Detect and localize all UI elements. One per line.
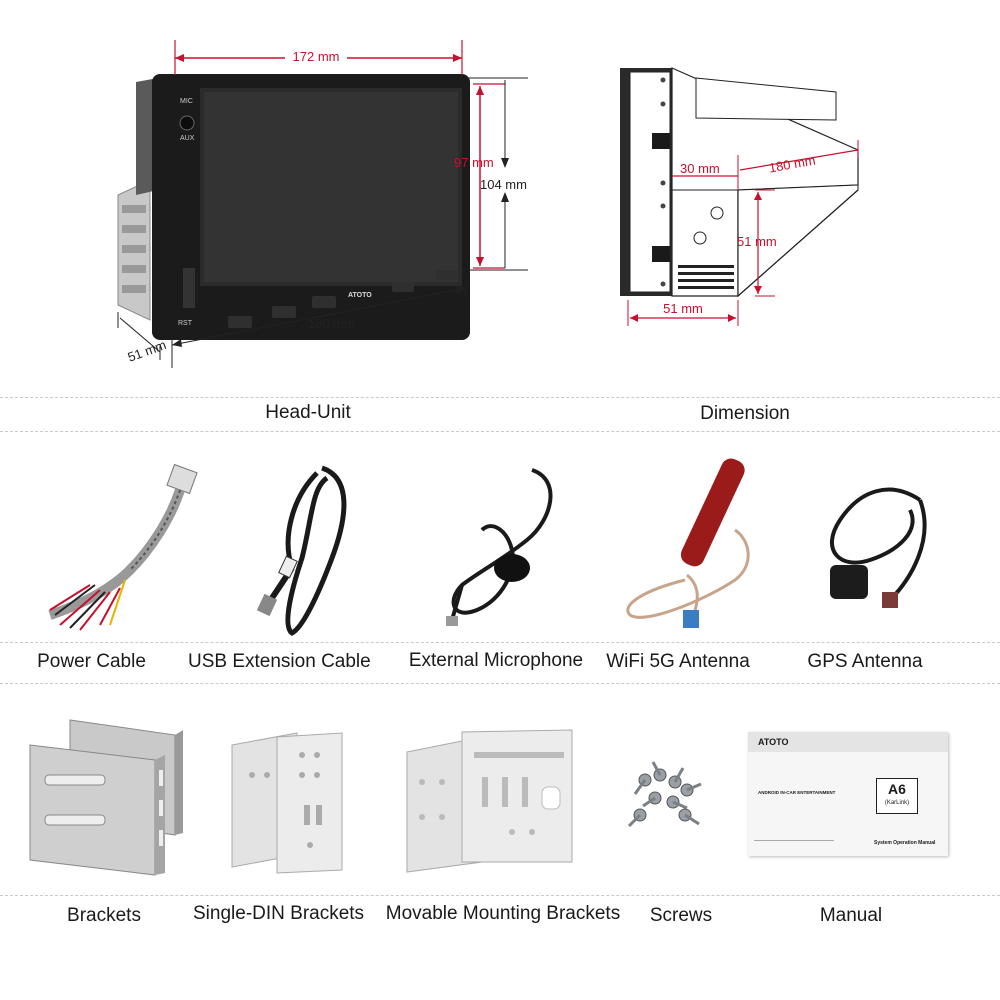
caption-movable-mounting-brackets: Movable Mounting Brackets xyxy=(385,903,621,924)
brackets-icon xyxy=(29,719,183,876)
caption-external-microphone: External Microphone xyxy=(408,650,584,671)
dim-width-bottom: 180 mm xyxy=(308,316,355,331)
manual-model: A6 xyxy=(888,781,906,797)
manual-icon: ATOTO ANDROID IN-CAR ENTERTAINMENT A6 (K… xyxy=(748,732,948,856)
caption-gps-antenna: GPS Antenna xyxy=(807,651,923,672)
manual-model-sub: (KarLink) xyxy=(884,800,910,806)
single-din-brackets-icon xyxy=(231,732,343,874)
movable-brackets-icon xyxy=(406,729,573,873)
dim-51-vertical: 51 mm xyxy=(737,234,777,249)
divider-3 xyxy=(0,642,1000,643)
divider-4 xyxy=(0,683,1000,684)
caption-brackets: Brackets xyxy=(67,905,141,926)
dimension-drawing: 30 mm 180 mm 51 mm 51 mm xyxy=(620,67,859,326)
power-cable-icon xyxy=(48,463,198,631)
usb-cable-icon xyxy=(256,465,347,636)
wifi-antenna-icon xyxy=(626,458,750,628)
caption-power-cable: Power Cable xyxy=(37,651,146,672)
manual-model-box: A6 (KarLink) xyxy=(876,778,918,814)
divider-5 xyxy=(0,895,1000,896)
divider-1 xyxy=(0,397,1000,398)
caption-dimension: Dimension xyxy=(700,403,790,424)
caption-wifi-5g-antenna: WiFi 5G Antenna xyxy=(606,651,750,672)
caption-usb-extension-cable: USB Extension Cable xyxy=(188,651,371,672)
dim-height-screen: 97 mm xyxy=(454,155,494,170)
gps-antenna-icon xyxy=(829,487,927,608)
divider-2 xyxy=(0,431,1000,432)
manual-brand: ATOTO xyxy=(758,737,789,747)
manual-subtitle: ANDROID IN-CAR ENTERTAINMENT xyxy=(758,790,836,795)
caption-single-din-brackets: Single-DIN Brackets xyxy=(193,903,365,924)
caption-manual: Manual xyxy=(819,905,883,926)
dim-51-bottom: 51 mm xyxy=(663,301,703,316)
dim-height-total: 104 mm xyxy=(480,177,527,192)
svg-text:AUX: AUX xyxy=(180,135,195,142)
head-unit-drawing: MIC AUX RST ATOTO 172 mm 97 mm 104 mm 18… xyxy=(117,40,528,368)
dim-30: 30 mm xyxy=(680,161,720,176)
svg-text:RST: RST xyxy=(178,320,193,327)
caption-head-unit: Head-Unit xyxy=(265,402,351,423)
screws-icon xyxy=(627,761,702,828)
caption-screws: Screws xyxy=(649,905,713,926)
svg-text:MIC: MIC xyxy=(180,98,193,105)
microphone-icon xyxy=(446,468,553,626)
dim-width-top: 172 mm xyxy=(293,49,340,64)
manual-doc-title: System Operation Manual xyxy=(874,840,936,846)
svg-text:ATOTO: ATOTO xyxy=(348,292,372,299)
